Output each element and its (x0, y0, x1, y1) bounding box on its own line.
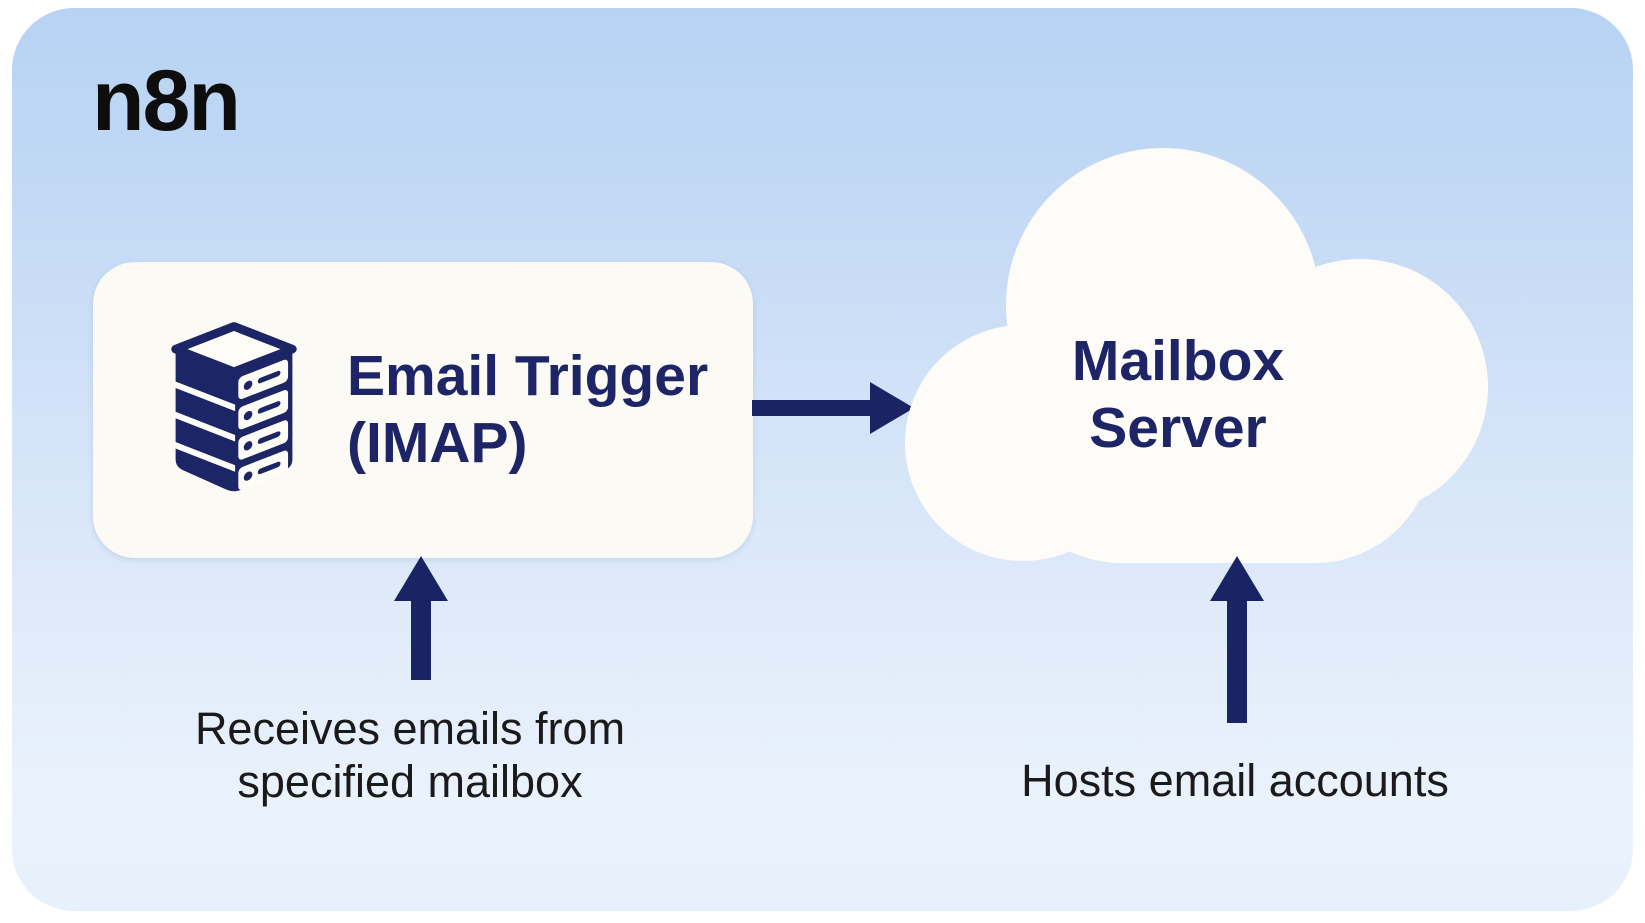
mailbox-server-caption: Hosts email accounts (1015, 754, 1455, 807)
mailbox-server-node (863, 145, 1495, 575)
mailbox-server-caption-line1: Hosts email accounts (1021, 755, 1449, 806)
email-trigger-title-line1: Email Trigger (347, 343, 709, 408)
mailbox-server-title-line1: Mailbox (1071, 329, 1285, 393)
email-trigger-caption: Receives emails from specified mailbox (185, 702, 635, 808)
email-trigger-node: Email Trigger (IMAP) (93, 262, 753, 558)
email-trigger-caption-line2: specified mailbox (237, 756, 583, 808)
email-trigger-title-line2: (IMAP) (347, 411, 528, 475)
mailbox-server-title: Mailbox Server (978, 328, 1378, 461)
up-arrow-icon (1210, 556, 1264, 728)
server-stack-icon (169, 321, 299, 499)
up-arrow-icon (394, 556, 448, 685)
email-trigger-caption-line1: Receives emails from (194, 703, 626, 754)
email-trigger-title: Email Trigger (IMAP) (347, 343, 708, 478)
n8n-logo: n8n (92, 53, 241, 149)
mailbox-server-title-line2: Server (1089, 395, 1267, 460)
right-arrow-icon (752, 380, 916, 441)
